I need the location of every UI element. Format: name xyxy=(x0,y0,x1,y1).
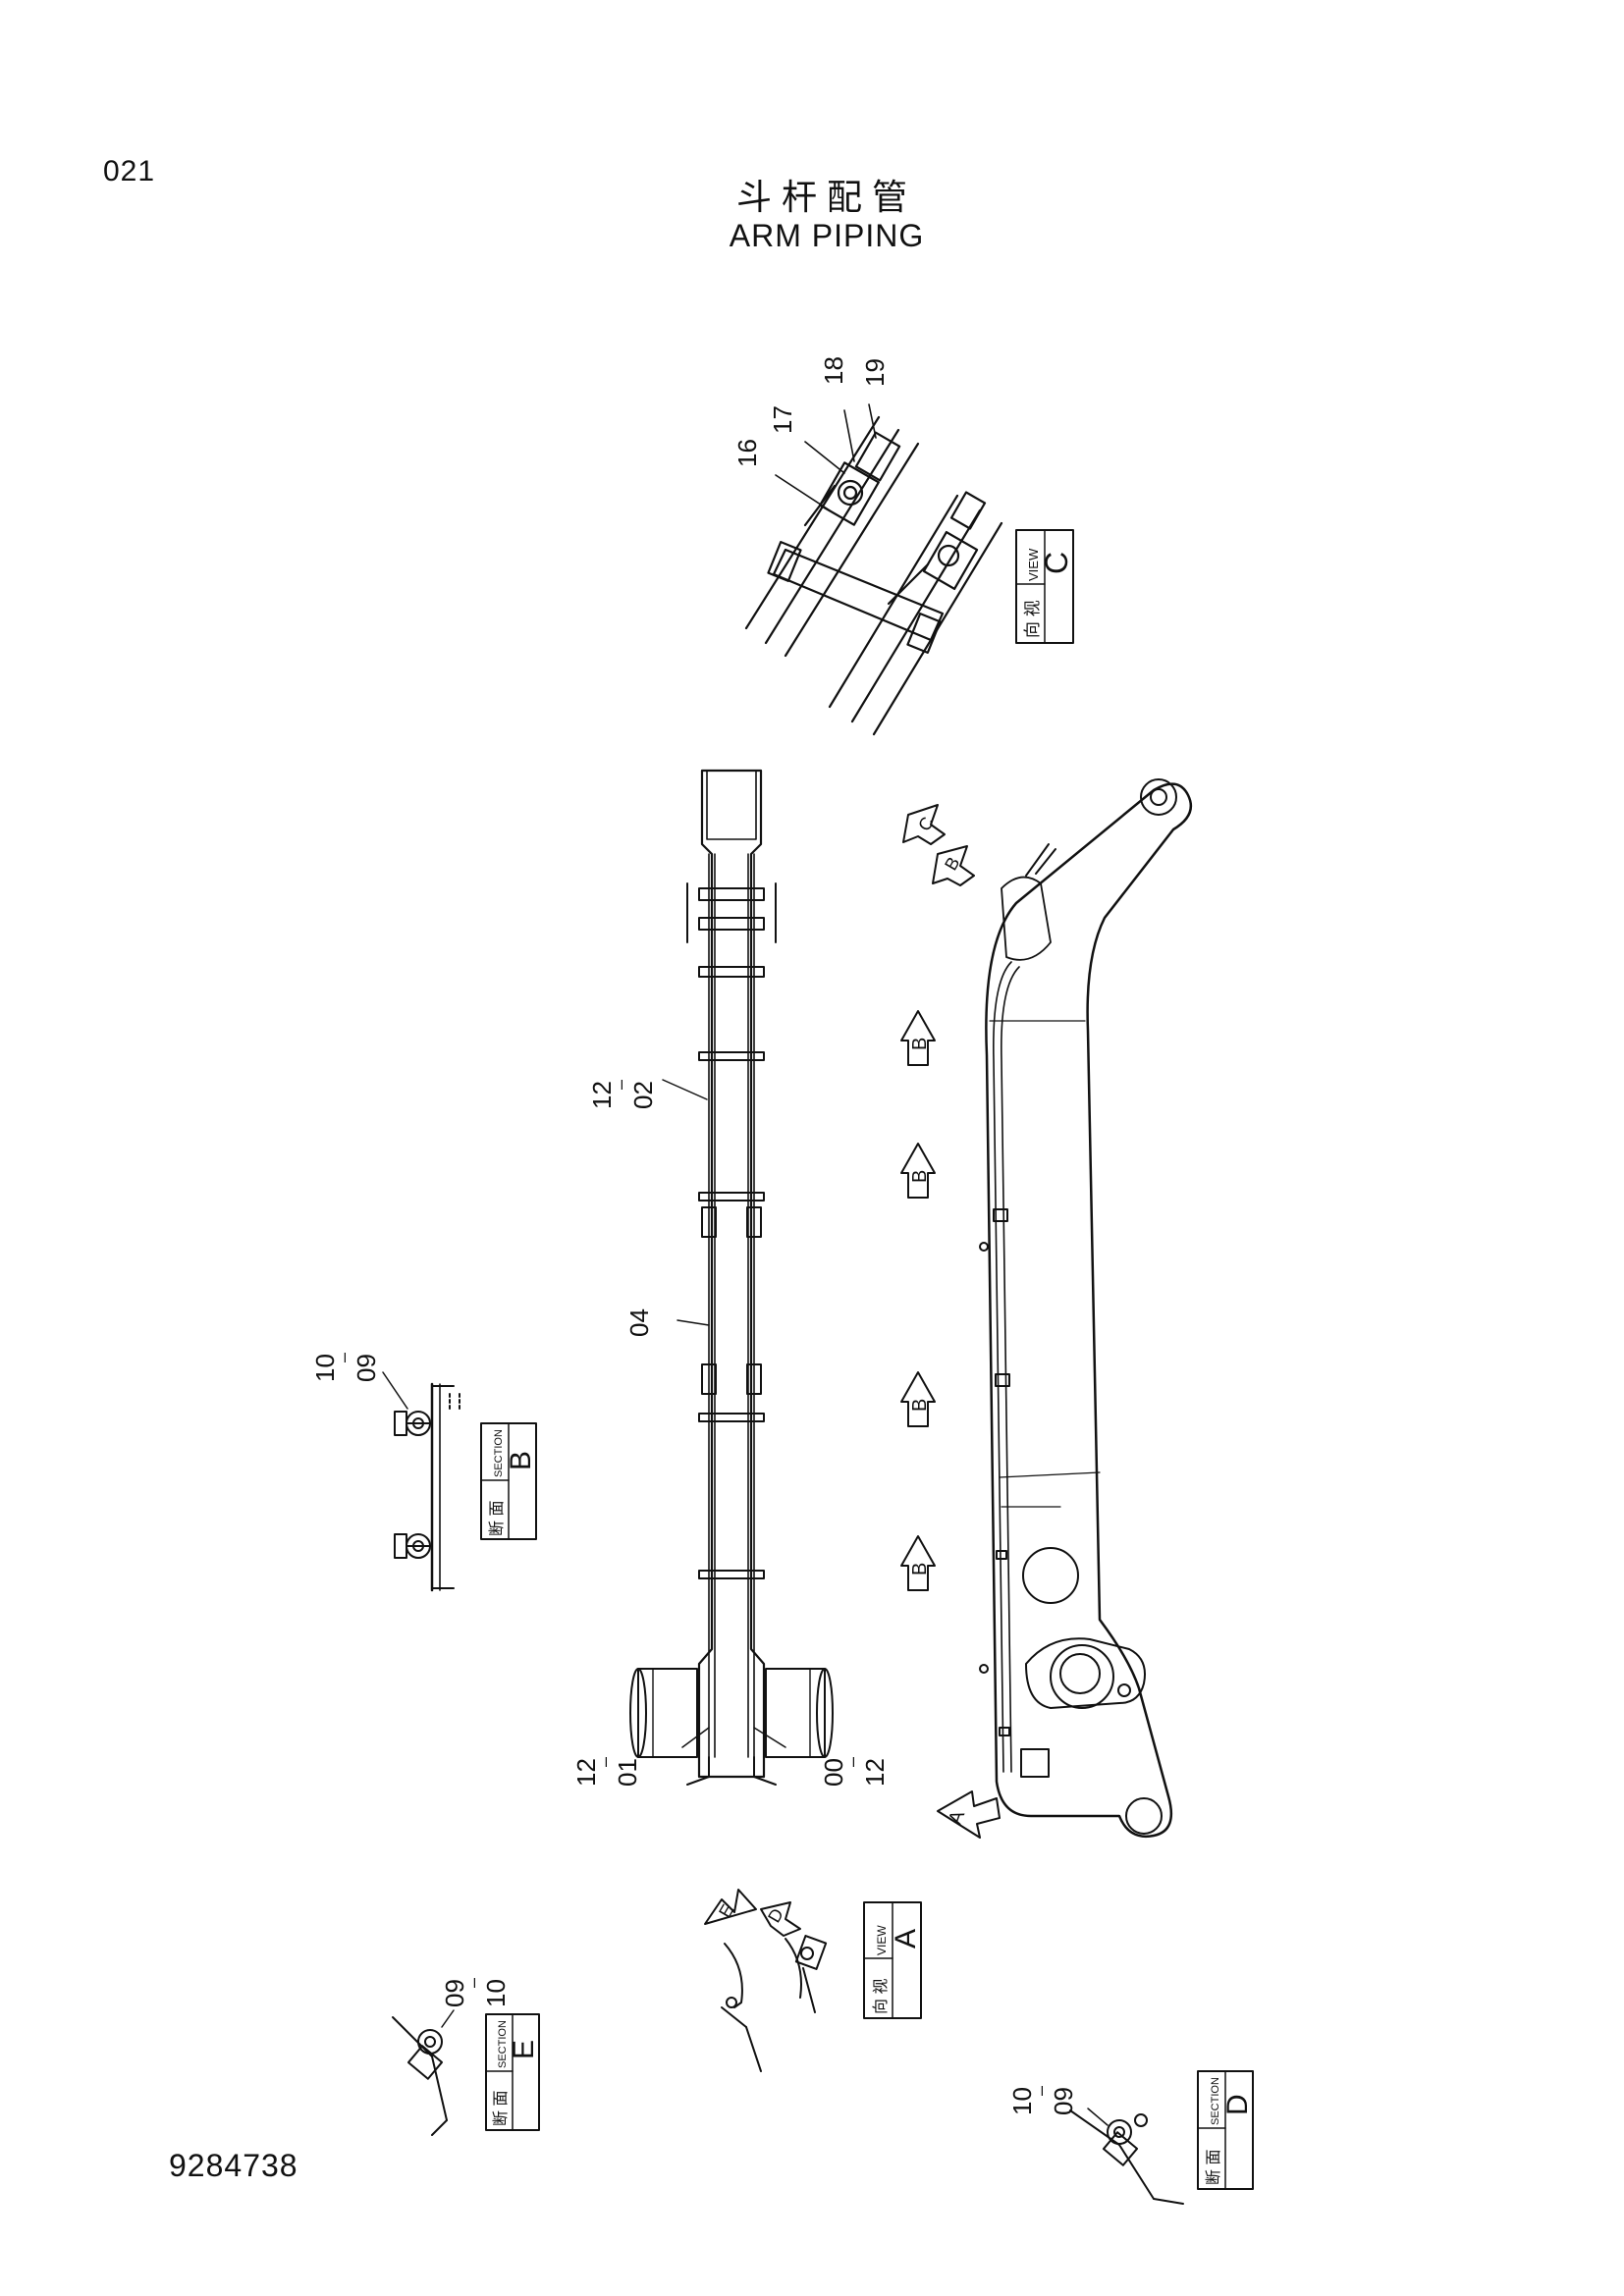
view-arrows: B B B B C B A xyxy=(900,804,1001,1839)
title-chinese: 斗杆配管 xyxy=(735,178,917,218)
section-e-label-cn: 断 面 xyxy=(492,2091,510,2126)
arrow-c xyxy=(902,804,946,845)
section-d-detail: 10 – 09 断 面 SECTION D xyxy=(1007,2070,1254,2205)
view-a-letter: A xyxy=(890,1929,922,1949)
view-a-label-cn: 向 视 xyxy=(872,1979,890,2014)
svg-text:–: – xyxy=(611,1080,630,1090)
view-c-label-cn: 向 视 xyxy=(1023,600,1042,638)
section-e-letter: E xyxy=(508,2040,540,2059)
callout-02: 02 xyxy=(628,1081,658,1109)
arrow-b-3 xyxy=(900,1371,936,1427)
view-c-label: 向 视 VIEW C xyxy=(1015,529,1074,644)
section-d-label-en: SECTION xyxy=(1210,2077,1221,2125)
arrow-b-3-label: B xyxy=(909,1399,931,1412)
arrow-d-label: D xyxy=(764,1905,787,1926)
callout-16: 16 xyxy=(732,439,762,467)
arm-top-view: 12 – 02 04 12 – 01 00 – 12 xyxy=(571,769,890,1787)
callout-12-left: 12 xyxy=(571,1758,601,1787)
svg-text:–: – xyxy=(595,1757,615,1767)
arrow-a-label: A xyxy=(945,1807,969,1828)
section-b-label-en: SECTION xyxy=(493,1429,505,1477)
arrow-a xyxy=(937,1790,1001,1839)
section-d-letter: D xyxy=(1221,2094,1254,2115)
callout-12-right: 12 xyxy=(860,1758,890,1787)
section-e-callout-09: 09 xyxy=(440,1979,469,2007)
callout-12-top: 12 xyxy=(587,1081,617,1109)
section-b-label: 断 面 SECTION B xyxy=(480,1422,537,1540)
section-d-label: 断 面 SECTION D xyxy=(1197,2070,1254,2190)
arrow-b-2 xyxy=(900,1143,936,1199)
arrow-b-1-label: B xyxy=(909,1038,931,1050)
callout-00: 00 xyxy=(819,1758,848,1787)
arrow-b-head-label: B xyxy=(941,854,963,874)
page-number: 021 xyxy=(103,155,156,187)
section-b-callout-10: 10 xyxy=(310,1354,340,1382)
section-e-detail: 09 – 10 断 面 SECTION E xyxy=(392,1978,540,2136)
arrow-b-4 xyxy=(900,1535,936,1591)
view-a-label-en: VIEW xyxy=(875,1925,889,1955)
arrow-b-head xyxy=(932,845,975,886)
callout-17: 17 xyxy=(768,405,797,434)
section-b-detail: 10 – 09 断 面 SECTION B xyxy=(310,1353,537,1592)
arrow-b-1 xyxy=(900,1010,936,1066)
arrow-b-2-label: B xyxy=(909,1170,931,1183)
view-c-letter: C xyxy=(1039,552,1074,574)
view-a-label: 向 视 VIEW A xyxy=(863,1901,922,2019)
section-e-label-en: SECTION xyxy=(497,2020,509,2068)
section-d-label-cn: 断 面 xyxy=(1205,2150,1222,2185)
arm-side-view xyxy=(979,778,1193,1839)
document-number: 9284738 xyxy=(169,2148,298,2183)
svg-text:–: – xyxy=(1031,2086,1051,2096)
section-b-label-cn: 断 面 xyxy=(488,1501,506,1536)
title-english: ARM PIPING xyxy=(729,218,925,253)
section-e-callout-10: 10 xyxy=(481,1979,511,2007)
svg-text:–: – xyxy=(463,1978,483,1988)
callout-04: 04 xyxy=(624,1308,654,1337)
callout-01: 01 xyxy=(613,1758,642,1787)
section-e-label: 断 面 SECTION E xyxy=(485,2013,540,2131)
view-c-detail: 16 17 18 19 向 视 VIEW C xyxy=(732,356,1074,736)
section-d-callout-10: 10 xyxy=(1007,2087,1037,2115)
section-b-callout-09: 09 xyxy=(352,1354,381,1382)
section-b-letter: B xyxy=(505,1451,537,1470)
callout-18: 18 xyxy=(819,356,848,385)
view-a-detail: E D 向 视 VIEW A xyxy=(704,1889,922,2072)
callout-19: 19 xyxy=(860,358,890,387)
arrow-b-4-label: B xyxy=(909,1563,931,1575)
svg-text:–: – xyxy=(334,1353,353,1362)
section-d-callout-09: 09 xyxy=(1049,2087,1078,2115)
view-c-label-en: VIEW xyxy=(1026,548,1041,581)
svg-text:–: – xyxy=(842,1757,862,1767)
